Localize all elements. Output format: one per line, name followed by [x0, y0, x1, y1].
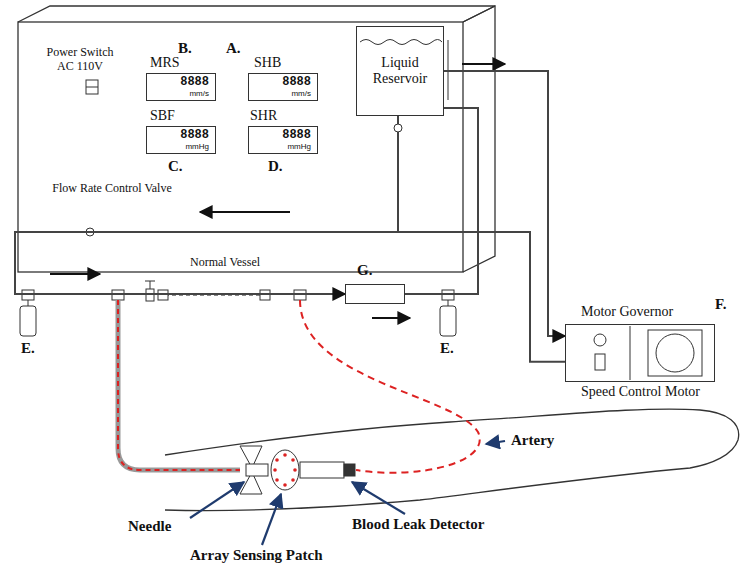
part-name: Speed Control Motor [581, 384, 700, 400]
part-name: SHR [250, 108, 277, 124]
flow-sensor-frame [345, 284, 405, 304]
leader-arrow [190, 441, 505, 545]
needle [240, 446, 268, 494]
callout-letter: B. [178, 40, 192, 57]
callout-letter: C. [168, 158, 183, 175]
display-panel-frame: 8888mm/s [248, 73, 318, 101]
pressure-chamber [20, 300, 456, 336]
blood-leak-detector [300, 462, 355, 478]
tube-connector [405, 108, 478, 294]
display-panel-frame: 8888mm/s [146, 73, 216, 101]
flow-arrow [50, 273, 100, 275]
outlet-pipe [397, 116, 399, 232]
vessel-label: Normal Vessel [190, 256, 260, 270]
motor-governor-frame [565, 324, 715, 382]
tube-connector [444, 71, 565, 336]
power-switch [86, 80, 98, 94]
access-tube [118, 300, 240, 470]
callout-letter: A. [226, 40, 241, 57]
valve-label: Flow Rate Control Valve [52, 182, 172, 196]
flow-sensor: G. [345, 262, 405, 304]
callout-letter: D. [268, 158, 283, 175]
flow-arrow [462, 63, 505, 65]
access-tube [118, 300, 240, 470]
part-name: Liquid Reservoir [361, 55, 439, 87]
display-panel: 8888mmHg SHR D. [240, 108, 318, 175]
display-digits: 8888 [153, 129, 209, 142]
liquid-surface [360, 40, 442, 45]
array-sensing-patch [271, 450, 299, 490]
part-name: MRS [150, 55, 180, 71]
flow-arrow [200, 211, 290, 213]
motor-governor: F.Motor GovernorSpeed Control Motor [565, 300, 727, 400]
display-digits: 8888 [153, 76, 209, 89]
part-name: Motor Governor [581, 304, 673, 320]
display-digits: 8888 [255, 129, 311, 142]
liquid-reservoir-frame: Liquid Reservoir [356, 26, 444, 116]
display-panel: 8888mm/s A. SHB [222, 40, 318, 101]
display-panel-frame: 8888mmHg [248, 126, 318, 154]
callout-letter: E. [21, 340, 35, 357]
display-digits: 8888 [255, 76, 311, 89]
power-switch [86, 87, 98, 88]
part-name: SHB [254, 55, 281, 71]
part-label: Blood Leak Detector [352, 516, 484, 533]
callout-letter: G. [357, 262, 372, 279]
part-label: Needle [128, 518, 171, 535]
display-unit: mm/s [255, 89, 311, 98]
display-panel: 8888mm/s B.MRS [140, 40, 216, 101]
callout-letter: E. [440, 340, 454, 357]
part-label: Array Sensing Patch [190, 547, 323, 564]
valve [394, 124, 402, 132]
display-unit: mmHg [255, 142, 311, 151]
liquid-reservoir: Liquid Reservoir [356, 26, 444, 116]
arm-outline [165, 409, 739, 510]
speed-control-motor [594, 326, 702, 380]
display-unit: mm/s [153, 89, 209, 98]
normal-vessel [145, 281, 270, 301]
artery-line [300, 300, 480, 473]
flow-arrow [372, 317, 410, 319]
part-name: SBF [150, 108, 175, 124]
part-label: Artery [511, 432, 554, 449]
switch-label: Power Switch AC 110V [40, 46, 120, 74]
display-unit: mmHg [153, 142, 209, 151]
tube-connector [15, 232, 565, 362]
callout-letter: F. [715, 296, 727, 313]
display-panel: 8888mmHg SBF C. [140, 108, 216, 175]
display-panel-frame: 8888mmHg [146, 126, 216, 154]
